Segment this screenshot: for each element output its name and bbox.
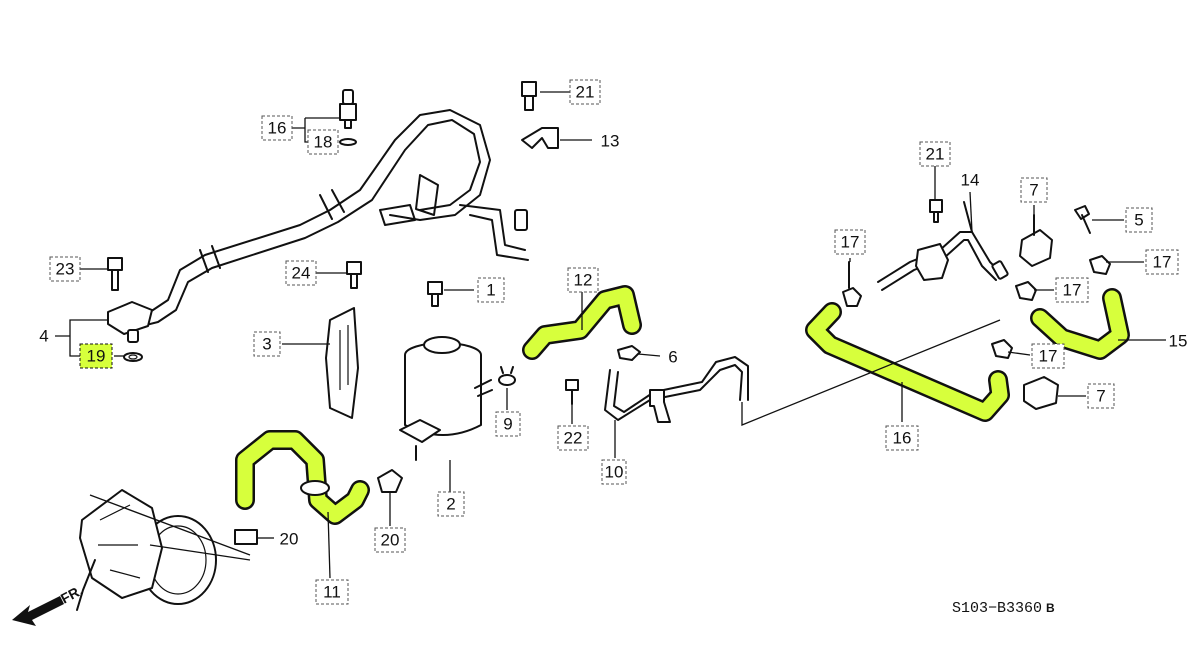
clamp-7-bottom	[1023, 376, 1059, 410]
svg-text:3: 3	[262, 335, 271, 354]
svg-text:20: 20	[280, 530, 299, 549]
power-steering-pump	[76, 489, 251, 611]
callout-10: 11	[315, 579, 349, 605]
bracket-and-bolt	[325, 261, 362, 419]
callout-24: 24	[285, 260, 317, 286]
hose-11	[1030, 288, 1130, 360]
hose-11-highlight	[1032, 290, 1128, 358]
bolt-5	[1074, 205, 1091, 234]
svg-text:5: 5	[1134, 211, 1143, 230]
callout-20a: 20	[280, 530, 299, 549]
svg-text:13: 13	[601, 132, 620, 151]
drawing-code-text: S103−B3360	[952, 600, 1043, 617]
callout-11: 15	[1169, 332, 1188, 351]
svg-text:20: 20	[381, 531, 400, 550]
reservoir-tank	[399, 336, 493, 461]
callout-17b: 17	[1145, 249, 1179, 275]
callout-19-highlight	[79, 343, 113, 369]
svg-text:9: 9	[503, 415, 512, 434]
reservoir-bolt	[427, 281, 443, 307]
hose-12	[522, 285, 642, 360]
svg-text:19: 19	[87, 347, 106, 366]
callout-labels: 21 13 16 18 23 24 1 3 4	[39, 79, 1188, 605]
svg-text:14: 14	[961, 171, 980, 190]
clamp-7-top	[1019, 214, 1053, 267]
callout-19: 19	[79, 343, 113, 369]
hose-clamps-17	[842, 255, 1111, 359]
pressure-hose-line	[117, 109, 529, 331]
front-direction-arrow: FR.	[12, 582, 85, 626]
hose-10-highlight	[237, 432, 368, 523]
callout-8: 9	[495, 411, 521, 437]
svg-text:11: 11	[323, 583, 341, 602]
svg-text:16: 16	[893, 429, 912, 448]
hose-15-highlight	[807, 304, 1008, 420]
svg-text:4: 4	[39, 327, 48, 346]
svg-text:23: 23	[56, 260, 75, 279]
callout-9: 10	[601, 459, 627, 485]
svg-text:6: 6	[668, 348, 677, 367]
callout-17c: 17	[1055, 277, 1089, 303]
svg-text:22: 22	[564, 429, 583, 448]
drawing-code-suffix: B	[1046, 601, 1055, 615]
callout-13: 13	[601, 132, 620, 151]
hose-10	[235, 430, 370, 525]
svg-text:24: 24	[292, 264, 311, 283]
callout-16: 16	[261, 115, 293, 141]
svg-text:7: 7	[1029, 181, 1038, 200]
bolt-21-right	[929, 199, 943, 223]
callout-18: 18	[307, 129, 339, 155]
callout-12: 12	[567, 267, 599, 293]
callout-20b: 20	[374, 527, 406, 553]
callout-22: 22	[557, 425, 589, 451]
callout-1: 1	[477, 277, 505, 303]
leader-lines	[55, 91, 1166, 579]
svg-text:7: 7	[1096, 387, 1105, 406]
callout-3: 3	[253, 331, 281, 357]
svg-text:1: 1	[486, 281, 495, 300]
svg-text:2: 2	[446, 495, 455, 514]
hose-fitting-bolt	[107, 257, 153, 362]
callout-21a: 21	[569, 79, 601, 105]
svg-text:17: 17	[1063, 281, 1082, 300]
callout-2: 2	[437, 491, 465, 517]
svg-text:16: 16	[268, 119, 287, 138]
svg-text:17: 17	[1153, 253, 1172, 272]
callout-4: 4	[39, 327, 48, 346]
svg-text:12: 12	[574, 271, 593, 290]
svg-text:18: 18	[314, 133, 333, 152]
bolt-and-clamp-top	[521, 81, 559, 149]
callout-21b: 21	[919, 141, 951, 167]
hose-12-highlight	[524, 287, 640, 358]
callout-5: 5	[1125, 207, 1153, 233]
svg-text:21: 21	[576, 83, 595, 102]
callout-23: 23	[49, 256, 81, 282]
callout-15: 16	[885, 425, 919, 451]
svg-text:15: 15	[1169, 332, 1188, 351]
svg-text:17: 17	[1039, 347, 1058, 366]
svg-text:21: 21	[926, 145, 945, 164]
bolt-22	[565, 379, 579, 405]
callout-14: 14	[961, 171, 980, 190]
callout-17d: 17	[1031, 343, 1065, 369]
return-pipe	[604, 356, 749, 423]
pressure-switch	[339, 89, 357, 146]
callout-7a: 7	[1020, 177, 1048, 203]
hose-15	[741, 302, 1010, 426]
hose-clamp-8	[498, 366, 516, 386]
svg-text:10: 10	[605, 463, 624, 482]
callout-17a: 17	[834, 229, 866, 255]
hose-clamp-6	[617, 345, 641, 361]
svg-text:17: 17	[841, 233, 860, 252]
callout-7b: 7	[1087, 383, 1115, 409]
cooler-pipe	[877, 201, 1009, 291]
callout-6: 6	[668, 348, 677, 367]
hose-clamps-20	[234, 469, 403, 545]
